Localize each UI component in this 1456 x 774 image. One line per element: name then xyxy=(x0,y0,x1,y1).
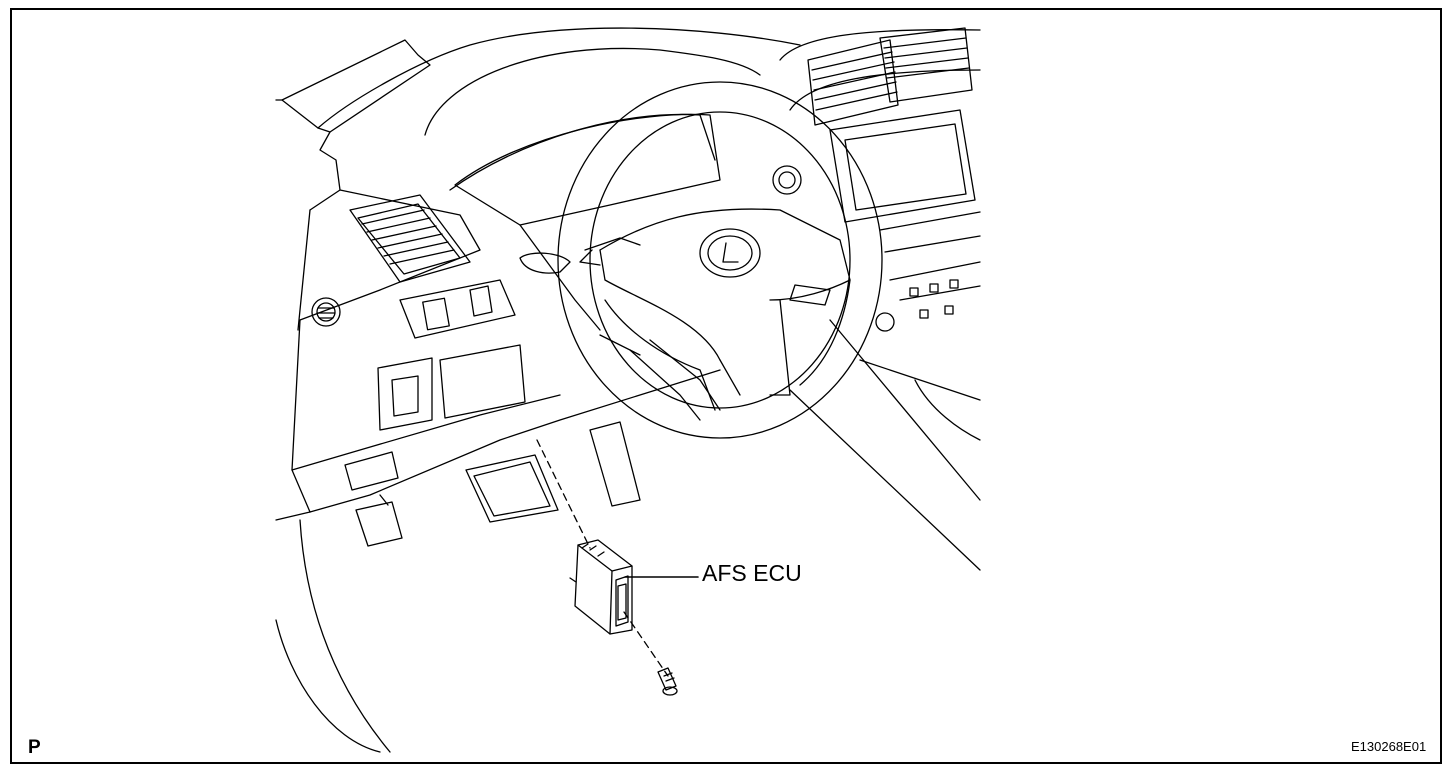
left-air-vent xyxy=(349,194,471,283)
figure-frame xyxy=(10,8,1442,764)
left-dash-panel xyxy=(291,189,481,513)
instrument-cluster xyxy=(454,113,721,331)
bolt xyxy=(657,667,678,696)
lexus-emblem xyxy=(722,242,739,263)
afs-ecu-label: AFS ECU xyxy=(702,560,802,586)
afs-ecu-module xyxy=(569,539,633,635)
dash-top-outline xyxy=(275,27,801,191)
corner-letter: P xyxy=(28,737,41,758)
center-stack xyxy=(772,27,981,571)
switch-panel xyxy=(344,279,526,491)
lower-dash-edge xyxy=(275,369,721,753)
steering-column xyxy=(599,334,721,421)
figure-id: E130268E01 xyxy=(1351,739,1427,754)
steering-wheel xyxy=(519,81,883,439)
pedals xyxy=(355,421,641,547)
ecu-install-path xyxy=(536,439,669,677)
